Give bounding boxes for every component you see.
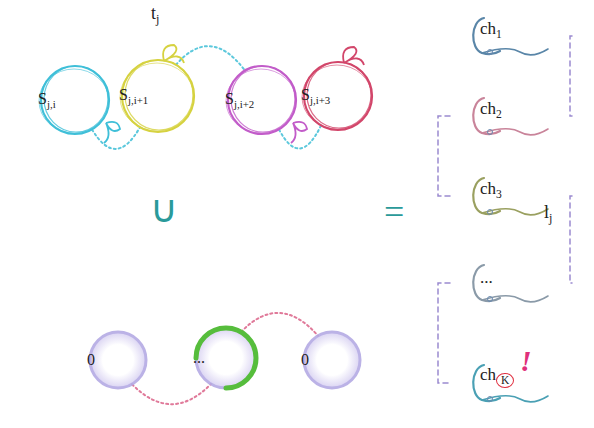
node-outline (301, 329, 363, 391)
dotted-connector (570, 196, 572, 283)
node-outline (87, 329, 149, 391)
node-outline (450, 15, 572, 57)
set-circle: Sj,i+2 (225, 63, 299, 137)
dotted-connector (438, 116, 450, 196)
node-outline (450, 95, 572, 137)
union-symbol: ∪ (150, 190, 178, 228)
node-label: chK (480, 366, 514, 389)
dotted-connector (438, 283, 450, 383)
equals-sign: = (384, 194, 404, 230)
node-label: 0 (301, 352, 309, 368)
set-name: tj (151, 4, 159, 26)
dotted-connector (279, 125, 321, 148)
node-label: ch3 (480, 180, 502, 201)
node-label: ch2 (480, 100, 502, 121)
chain-link: ... (450, 262, 572, 304)
highlight-ring: K (496, 373, 514, 389)
node-outline (450, 362, 572, 404)
node-outline (450, 262, 572, 304)
set-circle: Sj,i+1 (119, 57, 197, 135)
set-circle: Sj,i (38, 63, 112, 137)
node-label: Sj,i+2 (225, 91, 254, 110)
dotted-connector (132, 384, 211, 404)
zero-circle: 0 (87, 329, 149, 391)
chain-link: chK (450, 362, 572, 404)
set-circle: Sj,i+3 (301, 59, 375, 133)
node-label: ... (193, 350, 205, 366)
node-label: Sj,i+1 (119, 87, 148, 106)
list-name: lj (544, 203, 552, 225)
zero-circle: 0 (301, 329, 363, 391)
node-label: ... (480, 269, 493, 286)
dotted-connector (241, 313, 318, 336)
ellipsis-circle: ... (193, 325, 259, 391)
chain-link: ch3 (450, 175, 572, 217)
alert-mark: ! (520, 346, 532, 376)
dotted-connector (570, 36, 572, 116)
chain-link: ch1 (450, 15, 572, 57)
chain-link: ch2 (450, 95, 572, 137)
dotted-connector (176, 46, 245, 70)
node-label: ch1 (480, 20, 502, 41)
node-label: 0 (87, 352, 95, 368)
node-label: Sj,i (38, 91, 56, 110)
node-outline (450, 175, 572, 217)
node-label: Sj,i+3 (301, 87, 330, 106)
